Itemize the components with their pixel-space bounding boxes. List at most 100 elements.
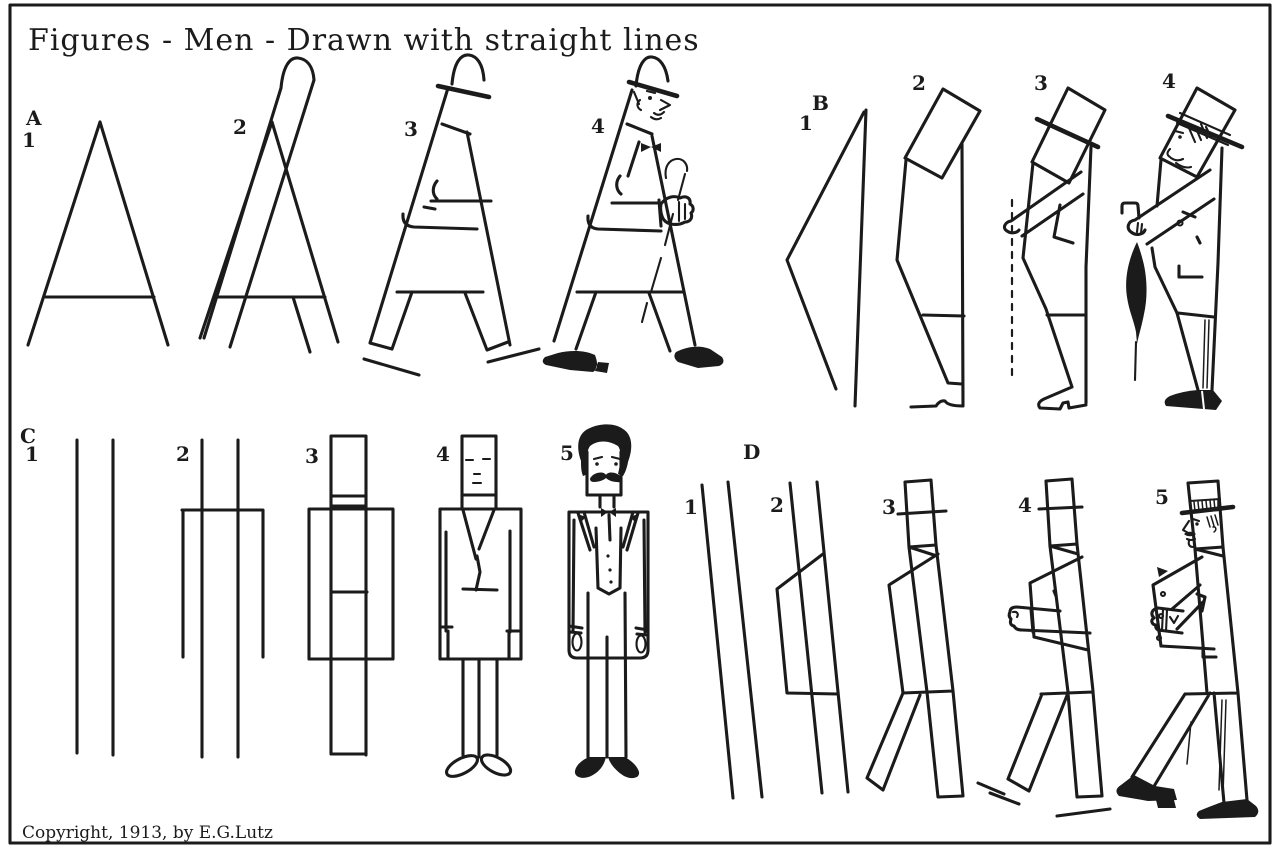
c5-vest-button-2 bbox=[608, 568, 612, 572]
c5-vest-button-3 bbox=[609, 580, 613, 584]
b3-hat-brim-line bbox=[1034, 116, 1101, 150]
figure-b-step-1 bbox=[785, 108, 868, 408]
a4-right-shoe bbox=[674, 346, 724, 368]
d1-slant-lines bbox=[700, 480, 764, 800]
b4-shoe-heel-gap bbox=[1201, 390, 1205, 410]
b3-head-box bbox=[1030, 86, 1107, 185]
b4-umbrella-tip bbox=[1133, 340, 1138, 382]
label-a-step-4: 4 bbox=[591, 114, 605, 138]
d2-slant-lines bbox=[788, 480, 850, 795]
figure-d-step-2 bbox=[775, 480, 850, 795]
label-d-step-5: 5 bbox=[1155, 485, 1169, 509]
d5-hair-hatching bbox=[1206, 514, 1219, 533]
d4-hat-brim-line bbox=[1037, 505, 1084, 511]
figure-d-step-5 bbox=[1116, 479, 1259, 819]
a4-eye bbox=[648, 96, 652, 100]
d4-thumb bbox=[1011, 610, 1019, 619]
plate-title: Figures - Men - Drawn with straight line… bbox=[28, 23, 700, 58]
figure-a-step-2 bbox=[198, 56, 340, 354]
a4-face-details bbox=[632, 89, 687, 223]
d4-head-box bbox=[1044, 477, 1079, 548]
label-d-step-4: 4 bbox=[1018, 493, 1032, 517]
figure-c-step-2 bbox=[180, 438, 265, 759]
label-c-step-1: 1 bbox=[25, 442, 39, 466]
b4-shoe bbox=[1164, 390, 1222, 410]
b4-umbrella-handle bbox=[1120, 201, 1141, 220]
d5-mustache bbox=[1184, 531, 1196, 537]
d3-hat-brim-line bbox=[896, 509, 948, 516]
d5-rear-shoe bbox=[1196, 799, 1259, 819]
d5-eye bbox=[1195, 522, 1199, 526]
d4-arm bbox=[1007, 605, 1092, 635]
a4-body-strokes bbox=[552, 55, 697, 353]
figure-a-step-4 bbox=[542, 55, 724, 373]
label-b-step-1: 1 bbox=[799, 111, 813, 135]
c5-eyebrows bbox=[592, 455, 622, 461]
label-a-step-2: 2 bbox=[233, 115, 247, 139]
c5-left-eye bbox=[595, 462, 599, 466]
c5-right-shoe bbox=[608, 757, 640, 779]
c3-head-box bbox=[329, 434, 368, 498]
label-c-step-2: 2 bbox=[176, 442, 190, 466]
d3-ground-stroke bbox=[976, 781, 1006, 796]
a4-bow-tie bbox=[641, 143, 661, 152]
figure-b-step-2 bbox=[895, 87, 982, 409]
b4-head-box bbox=[1158, 86, 1237, 179]
label-c-step-3: 3 bbox=[305, 444, 319, 468]
label-a-step-3: 3 bbox=[404, 117, 418, 141]
label-section-c: C bbox=[20, 424, 36, 448]
c1-vertical-lines bbox=[75, 438, 115, 757]
c5-coat bbox=[567, 510, 650, 660]
figure-d-step-4 bbox=[988, 477, 1112, 818]
b1-guide-lines bbox=[785, 108, 868, 408]
c5-right-hand bbox=[635, 634, 647, 654]
c5-bow-tie bbox=[601, 508, 616, 517]
c4-left-foot bbox=[445, 754, 479, 778]
figure-c-step-1 bbox=[75, 438, 115, 757]
figure-c-step-5 bbox=[567, 424, 650, 779]
a3-body-strokes bbox=[368, 53, 512, 352]
c5-coat-details bbox=[567, 510, 650, 637]
c4-head-box bbox=[460, 434, 498, 497]
d5-trouser-creases bbox=[1186, 699, 1227, 796]
d2-coat-shape bbox=[775, 552, 840, 696]
b4-trouser-creases bbox=[1202, 319, 1210, 389]
c5-right-eye bbox=[614, 462, 618, 466]
a3-ground-strokes bbox=[362, 347, 541, 377]
figure-a-step-1 bbox=[26, 120, 170, 347]
d5-body-strokes bbox=[1130, 545, 1249, 805]
c5-head-outline bbox=[585, 450, 623, 509]
c3-body-strokes bbox=[329, 494, 369, 757]
figure-c-step-3 bbox=[307, 434, 395, 757]
b4-coat-button bbox=[1176, 219, 1184, 227]
a3-hat-brim-line bbox=[435, 83, 492, 100]
a4-cane bbox=[640, 157, 689, 324]
b3-body-strokes bbox=[1002, 145, 1093, 411]
label-d-step-3: 3 bbox=[882, 495, 896, 519]
d5-hat-brim bbox=[1179, 504, 1236, 516]
c4-face-dashes bbox=[464, 457, 492, 485]
copyright-line: Copyright, 1913, by E.G.Lutz bbox=[22, 823, 273, 843]
label-b-step-3: 3 bbox=[1034, 71, 1048, 95]
d5-lapel-notch bbox=[1157, 567, 1168, 577]
label-a-step-1: 1 bbox=[22, 128, 36, 152]
plate-border-frame bbox=[8, 3, 1272, 845]
c5-left-hand bbox=[571, 632, 583, 652]
d5-coat-button-3 bbox=[1155, 634, 1163, 642]
b2-body-strokes bbox=[895, 142, 966, 409]
figure-b-step-3 bbox=[1002, 86, 1107, 411]
figure-c-step-4 bbox=[438, 434, 523, 778]
label-d-step-2: 2 bbox=[770, 493, 784, 517]
c4-body-strokes bbox=[439, 493, 521, 759]
d4-ground-strokes bbox=[988, 791, 1112, 818]
d5-cuff-lines bbox=[1160, 607, 1180, 633]
c5-left-shoe bbox=[574, 757, 606, 778]
a2-body-column bbox=[202, 56, 316, 349]
a4-left-shoe bbox=[542, 350, 609, 373]
label-section-a: A bbox=[25, 106, 42, 130]
d5-hat-band-hatching bbox=[1193, 499, 1219, 512]
d5-face-details bbox=[1181, 517, 1201, 549]
label-section-b: B bbox=[812, 91, 829, 115]
d5-coat-button-1 bbox=[1159, 590, 1167, 598]
